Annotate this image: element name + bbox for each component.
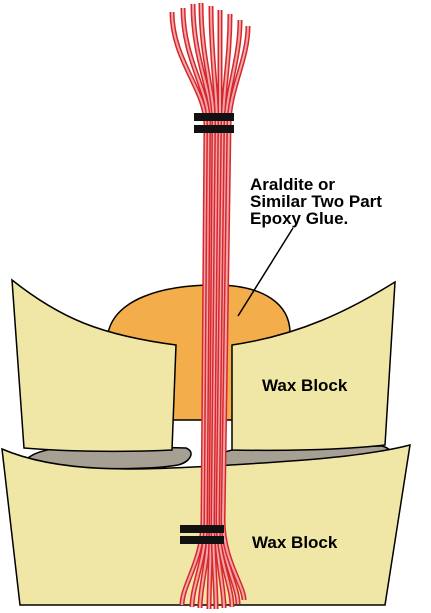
glue-label-line-3: Epoxy Glue.	[250, 209, 348, 228]
glue-label-line-1: Araldite or	[250, 175, 335, 194]
wire-1-core	[171, 11, 208, 606]
upper-wax-block-label: Wax Block	[262, 376, 348, 395]
wire-2-core	[182, 7, 211, 608]
glue-label-line-2: Similar Two Part	[250, 192, 382, 211]
cable-tie-bottom	[180, 525, 224, 544]
upper-wax-block-left	[11, 278, 177, 453]
wire-4-core	[200, 2, 216, 610]
upper-wax-block-right	[231, 280, 396, 452]
cable-tie-top	[194, 113, 234, 133]
lower-wax-block-label: Wax Block	[252, 533, 338, 552]
glue-leader-line	[237, 227, 294, 317]
